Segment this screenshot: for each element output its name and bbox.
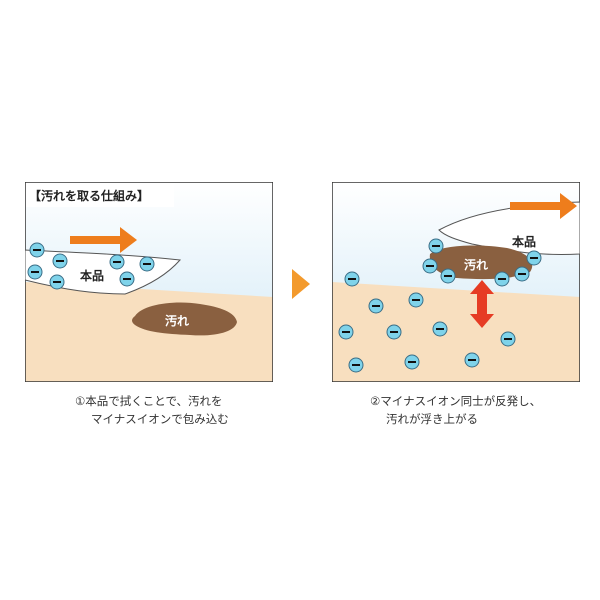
negative-ion	[368, 298, 384, 314]
step2-caption-line2: 汚れが浮き上がる	[386, 412, 478, 426]
dirt-label: 汚れ	[464, 257, 488, 272]
negative-ion	[139, 256, 155, 272]
surface	[25, 282, 273, 382]
negative-ion	[49, 274, 65, 290]
negative-ion	[500, 331, 516, 347]
negative-ion	[514, 266, 530, 282]
step1-panel: 本品 汚れ 【汚れを取る仕組み】	[25, 182, 273, 382]
ion-group	[27, 242, 155, 290]
negative-ion	[464, 352, 480, 368]
product-label: 本品	[80, 268, 104, 283]
negative-ion	[52, 253, 68, 269]
negative-ion	[404, 354, 420, 370]
next-step-arrow	[292, 269, 310, 299]
wipe-direction-arrow	[70, 227, 137, 253]
negative-ion	[432, 321, 448, 337]
negative-ion	[338, 324, 354, 340]
step2-panel: 本品 汚れ	[332, 182, 580, 382]
negative-ion	[408, 292, 424, 308]
repel-arrow	[470, 280, 494, 328]
negative-ion	[119, 271, 135, 287]
negative-ion	[29, 242, 45, 258]
step1-caption-line1: ①本品で拭くことで、汚れを	[75, 394, 223, 408]
step2-caption-line1: ②マイナスイオン同士が反発し、	[370, 394, 542, 408]
negative-ion	[109, 254, 125, 270]
negative-ion	[348, 357, 364, 373]
dirt-blob	[429, 245, 533, 280]
dirt-label: 汚れ	[165, 313, 189, 328]
dirt-blob	[132, 302, 237, 336]
negative-ion	[422, 258, 438, 274]
wipe-direction-arrow	[510, 193, 577, 219]
negative-ion	[428, 238, 444, 254]
negative-ion	[344, 271, 360, 287]
negative-ion	[494, 271, 510, 287]
product-cloth	[438, 201, 580, 256]
ion-group	[338, 238, 542, 373]
product-label: 本品	[512, 234, 536, 249]
negative-ion	[27, 264, 43, 280]
panel-title: 【汚れを取る仕組み】	[29, 188, 149, 203]
surface	[332, 282, 580, 382]
step1-caption-line2: マイナスイオンで包み込む	[91, 412, 229, 426]
step2-caption: ②マイナスイオン同士が反発し、 汚れが浮き上がる	[370, 392, 541, 428]
step1-caption: ①本品で拭くことで、汚れを マイナスイオンで包み込む	[75, 392, 229, 428]
negative-ion	[440, 268, 456, 284]
negative-ion	[386, 324, 402, 340]
negative-ion	[526, 250, 542, 266]
